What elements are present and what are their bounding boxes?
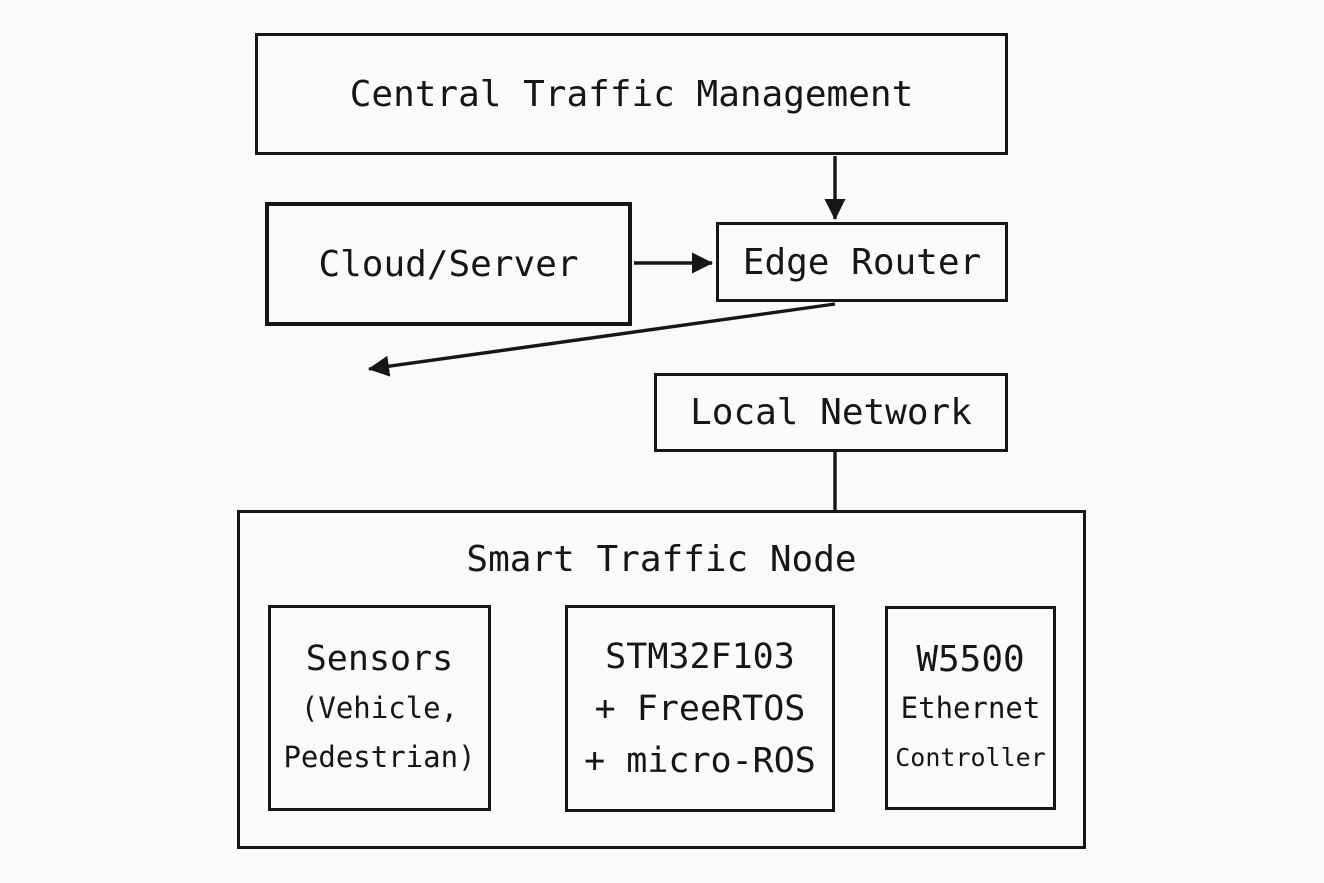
sensors-label-line2: (Vehicle, — [300, 690, 459, 725]
local-network-label: Local Network — [690, 392, 972, 433]
node-central-traffic-management: Central Traffic Management — [255, 33, 1008, 155]
mcu-label-line2: + FreeRTOS — [594, 688, 806, 729]
ethernet-label-line3: Controller — [895, 742, 1046, 772]
mcu-label-line3: + micro-ROS — [584, 740, 816, 781]
node-sensors: Sensors (Vehicle, Pedestrian) — [268, 605, 491, 811]
cloud-server-label: Cloud/Server — [318, 243, 579, 285]
smart-traffic-node-title: Smart Traffic Node — [466, 539, 857, 580]
mcu-label-line1: STM32F103 — [605, 636, 795, 677]
ethernet-label-line2: Ethernet — [900, 690, 1041, 725]
sensors-label-line3: Pedestrian) — [283, 739, 476, 774]
node-edge-router: Edge Router — [716, 222, 1008, 302]
edge-router-label: Edge Router — [742, 241, 982, 283]
ethernet-label-line1: W5500 — [916, 638, 1025, 680]
node-w5500-ethernet-controller: W5500 Ethernet Controller — [885, 606, 1056, 810]
node-local-network: Local Network — [654, 373, 1008, 452]
node-cloud-server: Cloud/Server — [265, 202, 632, 326]
node-stm32-mcu: STM32F103 + FreeRTOS + micro-ROS — [565, 605, 835, 812]
sensors-label-line1: Sensors — [305, 638, 454, 679]
central-traffic-management-label: Central Traffic Management — [349, 73, 914, 115]
